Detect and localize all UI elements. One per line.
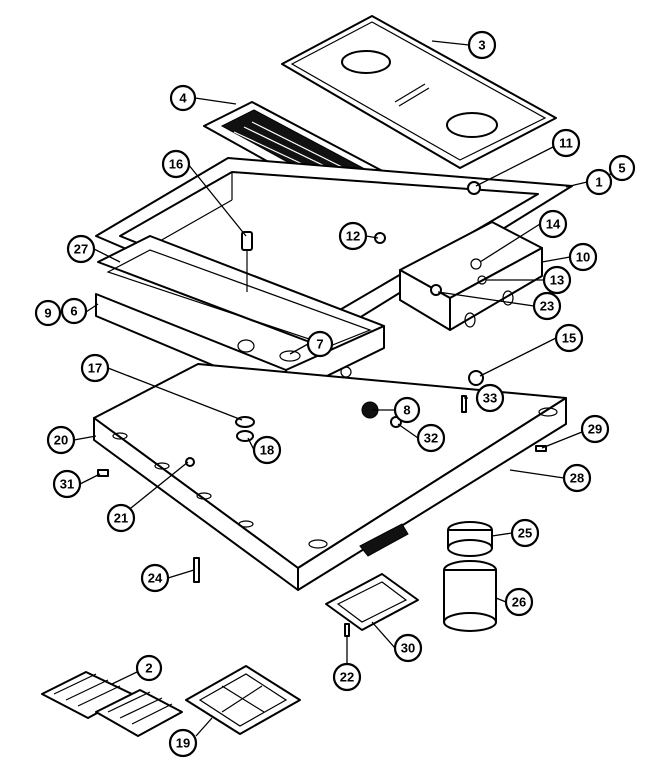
callout-10: 10 xyxy=(568,242,598,272)
callout-8: 8 xyxy=(393,396,421,424)
callout-7-label: 7 xyxy=(316,337,323,352)
callout-25-label: 25 xyxy=(518,526,532,541)
callout-30-label: 30 xyxy=(401,641,415,656)
callout-27: 27 xyxy=(66,234,96,264)
cooktop-top-panel xyxy=(281,15,557,169)
callout-14: 14 xyxy=(538,209,568,239)
callout-7: 7 xyxy=(306,330,334,358)
callout-19: 19 xyxy=(168,728,198,758)
callout-24: 24 xyxy=(140,563,170,593)
callout-15-label: 15 xyxy=(562,331,576,346)
callout-1-label: 1 xyxy=(595,175,602,190)
callout-16: 16 xyxy=(161,149,191,179)
callout-4-label: 4 xyxy=(179,91,187,106)
callout-9-label: 9 xyxy=(44,306,51,321)
callout-6: 6 xyxy=(60,297,88,325)
callout-33-label: 33 xyxy=(483,391,497,406)
callout-19-label: 19 xyxy=(176,736,190,751)
callout-33: 33 xyxy=(475,383,505,413)
callout-29: 29 xyxy=(580,414,610,444)
callout-28-label: 28 xyxy=(570,471,584,486)
right-burner-box xyxy=(399,221,543,331)
callout-10-label: 10 xyxy=(576,250,590,265)
callout-2-label: 2 xyxy=(145,661,152,676)
callout-15: 15 xyxy=(554,323,584,353)
callout-1: 1 xyxy=(585,168,613,196)
base-pan xyxy=(93,363,567,591)
callout-27-label: 27 xyxy=(74,242,88,257)
igniter-probe xyxy=(241,231,253,292)
callout-26-label: 26 xyxy=(512,595,526,610)
callout-29-label: 29 xyxy=(588,422,602,437)
callout-20: 20 xyxy=(46,425,76,455)
callout-13: 13 xyxy=(542,265,572,295)
callout-26: 26 xyxy=(504,587,534,617)
callout-6-label: 6 xyxy=(70,304,77,319)
callout-22-label: 22 xyxy=(340,670,354,685)
callout-32: 32 xyxy=(416,423,446,453)
callout-3-label: 3 xyxy=(478,38,485,53)
callout-22: 22 xyxy=(332,662,362,692)
callout-21: 21 xyxy=(106,503,136,533)
callout-31-label: 31 xyxy=(60,477,74,492)
callout-12-label: 12 xyxy=(346,229,360,244)
callout-8-label: 8 xyxy=(403,403,410,418)
callout-2: 2 xyxy=(135,654,163,682)
grill-grates xyxy=(41,671,183,737)
callout-17-label: 17 xyxy=(88,361,102,376)
callout-30: 30 xyxy=(393,633,423,663)
callout-32-label: 32 xyxy=(424,431,438,446)
callout-24-label: 24 xyxy=(148,571,163,586)
access-panel xyxy=(325,573,419,631)
callout-17: 17 xyxy=(80,353,110,383)
callout-21-label: 21 xyxy=(114,511,128,526)
callout-18: 18 xyxy=(252,435,282,465)
callout-11: 11 xyxy=(551,128,581,158)
callout-5: 5 xyxy=(608,154,636,182)
callout-23-label: 23 xyxy=(540,299,554,314)
callout-14-label: 14 xyxy=(546,217,561,232)
callout-20-label: 20 xyxy=(54,433,68,448)
callout-5-label: 5 xyxy=(618,161,625,176)
leader-lines xyxy=(73,40,618,737)
callout-12: 12 xyxy=(338,221,368,251)
burner-grate xyxy=(185,665,301,735)
callout-28: 28 xyxy=(562,463,592,493)
callout-31: 31 xyxy=(52,469,82,499)
filter-canister xyxy=(443,521,497,632)
callout-4: 4 xyxy=(169,84,197,112)
callout-25: 25 xyxy=(510,518,540,548)
callout-13-label: 13 xyxy=(550,273,564,288)
callout-18-label: 18 xyxy=(260,443,274,458)
callout-3: 3 xyxy=(467,30,497,60)
callout-23: 23 xyxy=(532,291,562,321)
callout-9: 9 xyxy=(34,299,62,327)
callout-11-label: 11 xyxy=(559,136,573,151)
callout-16-label: 16 xyxy=(169,157,183,172)
